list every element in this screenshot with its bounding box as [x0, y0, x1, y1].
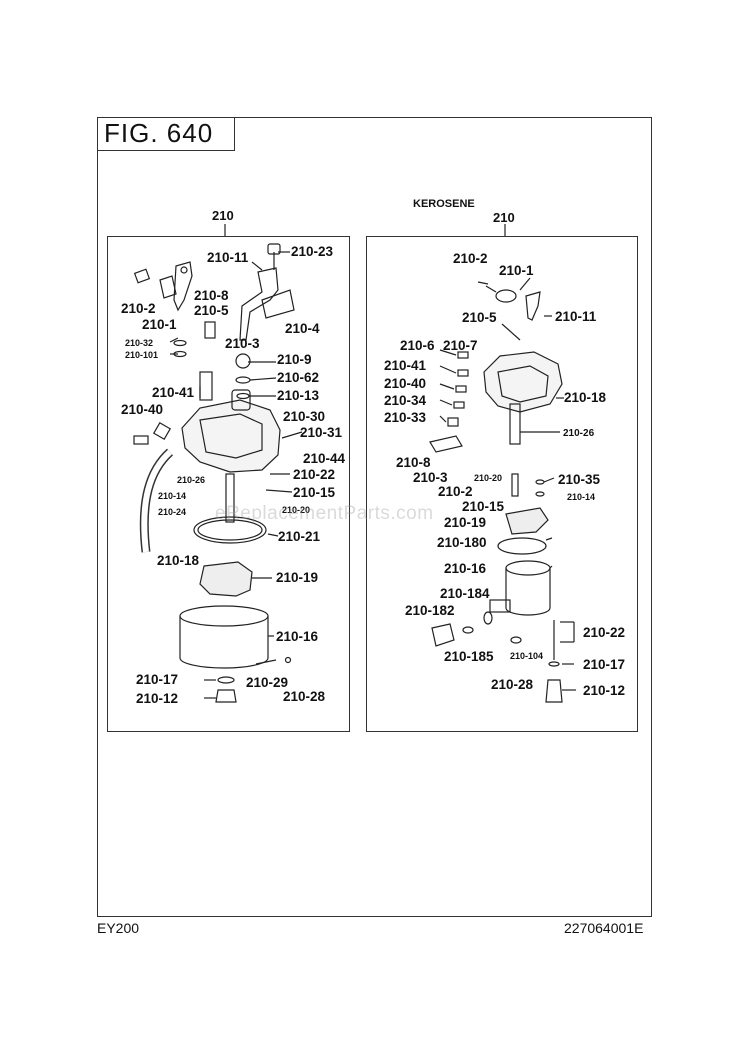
part-label: 210-17 [583, 657, 626, 672]
part-label: 210-26 [177, 475, 206, 485]
part-label: 210-13 [277, 388, 320, 403]
part-label: 210-44 [303, 451, 346, 466]
part-label: 210-11 [207, 250, 249, 265]
part-label: 210-104 [510, 651, 544, 661]
part-label: 210-28 [491, 677, 534, 692]
part-label: 210-8 [396, 455, 431, 470]
footer-model: EY200 [97, 920, 140, 936]
part-label: 210-15 [462, 499, 505, 514]
watermark: eReplacementParts.com [215, 503, 434, 524]
part-label: 210-180 [437, 535, 487, 550]
part-label: 210-19 [444, 515, 487, 530]
part-label: 210-22 [293, 467, 336, 482]
part-label: 210-18 [157, 553, 200, 568]
part-label: 210-20 [282, 505, 311, 515]
part-label: 210-20 [474, 473, 503, 483]
part-label: 210-29 [246, 675, 289, 690]
part-label: 210-40 [121, 402, 164, 417]
part-label: 210-26 [563, 428, 595, 439]
part-label: 210-184 [440, 586, 490, 601]
right-assembly-panel [366, 236, 638, 732]
right-variant-label: KEROSENE [413, 198, 475, 210]
part-label: 210-16 [444, 561, 487, 576]
part-label: 210-33 [384, 410, 427, 425]
part-label: 210-23 [291, 244, 334, 259]
part-label: 210-3 [413, 470, 448, 485]
part-label: 210-12 [136, 691, 179, 706]
part-label: 210-19 [276, 570, 319, 585]
part-label: 210-5 [194, 303, 229, 318]
part-label: 210-14 [158, 491, 187, 501]
part-label: 210-15 [293, 485, 336, 500]
part-label: 210-22 [583, 625, 626, 640]
part-label: 210-21 [278, 529, 321, 544]
part-label: 210-1 [499, 263, 534, 278]
part-label: 210-31 [300, 425, 343, 440]
part-label: 210-8 [194, 288, 229, 303]
part-label: 210-16 [276, 629, 319, 644]
part-label: 210-9 [277, 352, 312, 367]
part-label: 210-35 [558, 472, 601, 487]
part-label: 210-41 [152, 385, 195, 400]
part-label: 210-5 [462, 310, 497, 325]
figure-title-box [97, 117, 235, 151]
left-assembly-panel [107, 236, 350, 732]
part-label: 210-40 [384, 376, 427, 391]
drawing-frame [97, 117, 652, 917]
part-label: 210-17 [136, 672, 179, 687]
left-group-label: 210 [212, 208, 234, 223]
part-label: 210-2 [438, 484, 473, 499]
part-label: 210-101 [125, 350, 159, 360]
part-label: 210-2 [121, 301, 156, 316]
part-label: 210-182 [405, 603, 455, 618]
part-label: 210-62 [277, 370, 320, 385]
part-label: 210-7 [443, 338, 478, 353]
part-label: 210-4 [285, 321, 320, 336]
part-label: 210-18 [564, 390, 607, 405]
part-label: 210-3 [225, 336, 260, 351]
part-label: 210-185 [444, 649, 494, 664]
right-group-label: 210 [493, 210, 515, 225]
part-label: 210-1 [142, 317, 177, 332]
part-label: 210-6 [400, 338, 435, 353]
part-label: 210-41 [384, 358, 427, 373]
part-label: 210-30 [283, 409, 326, 424]
part-label: 210-32 [125, 338, 154, 348]
part-label: 210-28 [283, 689, 326, 704]
footer-code: 227064001E [564, 920, 644, 936]
part-label: 210-12 [583, 683, 626, 698]
part-label: 210-34 [384, 393, 427, 408]
part-label: 210-14 [567, 492, 596, 502]
part-label: 210-11 [555, 309, 597, 324]
figure-title: FIG. 640 [104, 118, 214, 148]
part-label: 210-2 [453, 251, 488, 266]
part-label: 210-24 [158, 507, 187, 517]
